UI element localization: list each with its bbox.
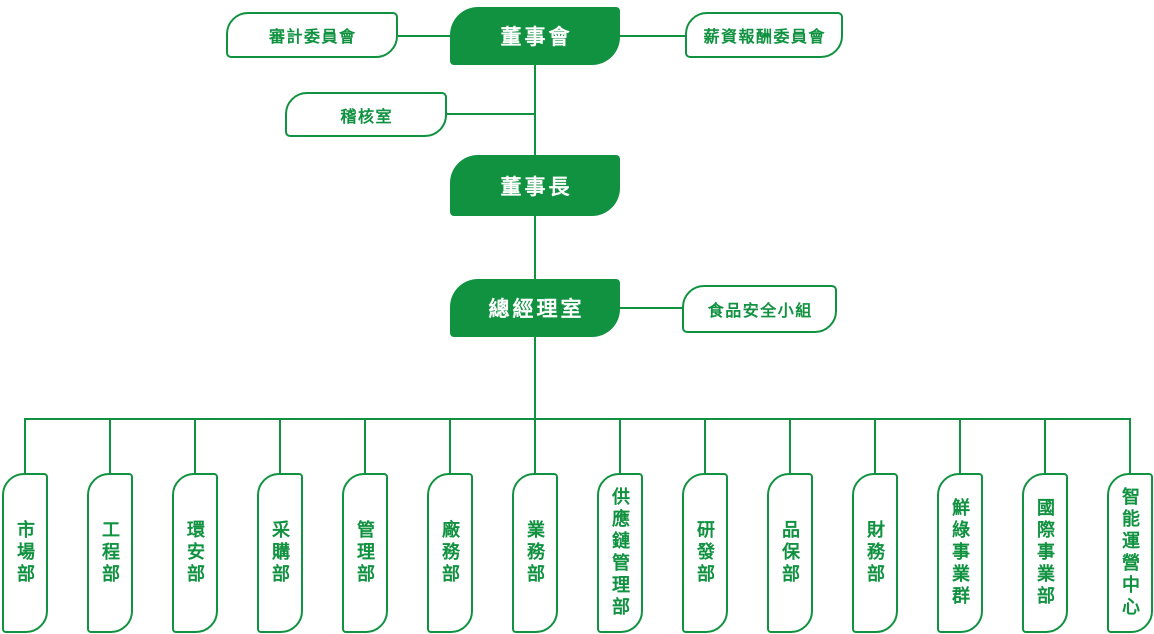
drop-dept-8 (619, 418, 621, 474)
dept-procurement: 采購部 (257, 473, 303, 633)
dept-supply-chain-management-label: 供應鏈管理部 (610, 487, 630, 619)
drop-dept-11 (874, 418, 876, 474)
dept-plant-affairs-label: 廠務部 (440, 520, 460, 586)
dept-research-development: 研發部 (682, 473, 728, 633)
dept-fresh-green-business-group: 鮮綠事業群 (937, 473, 983, 633)
chairman-label: 董事長 (500, 175, 573, 199)
drop-dept-4 (279, 418, 281, 474)
connector-audit-committee-to-board (398, 35, 450, 37)
compensation-committee-box: 薪資報酬委員會 (685, 12, 843, 58)
drop-dept-2 (109, 418, 111, 474)
drop-dept-13 (1044, 418, 1046, 474)
dept-fresh-green-business-group-label: 鮮綠事業群 (950, 498, 970, 608)
board-box: 董事會 (450, 7, 620, 65)
drop-dept-12 (959, 418, 961, 474)
dept-environmental-safety: 環安部 (172, 473, 218, 633)
drop-dept-7 (534, 418, 536, 474)
drop-dept-3 (194, 418, 196, 474)
trunk-chairman-to-gm-office (534, 216, 536, 279)
dept-engineering-label: 工程部 (100, 520, 120, 586)
audit-committee-label: 審計委員會 (268, 29, 357, 46)
board-label: 董事會 (500, 26, 573, 49)
dept-smart-operations-center-label: 智能運營中心 (1120, 487, 1140, 619)
dept-supply-chain-management: 供應鏈管理部 (597, 473, 643, 633)
audit-committee-box: 審計委員會 (226, 12, 398, 58)
dept-sales-label: 業務部 (525, 520, 545, 586)
drop-dept-6 (449, 418, 451, 474)
dept-management-label: 管理部 (355, 520, 375, 586)
dept-plant-affairs: 廠務部 (427, 473, 473, 633)
dept-marketing-label: 市場部 (15, 520, 35, 586)
dept-quality-assurance-label: 品保部 (780, 520, 800, 586)
food-safety-team-label: 食品安全小組 (707, 303, 813, 320)
general-manager-office-label: 總經理室 (488, 298, 585, 321)
compensation-committee-label: 薪資報酬委員會 (703, 29, 826, 46)
chairman-box: 董事長 (450, 155, 620, 216)
drop-dept-10 (789, 418, 791, 474)
connector-board-to-compensation-committee (620, 35, 685, 37)
drop-dept-1 (24, 418, 26, 474)
dept-quality-assurance: 品保部 (767, 473, 813, 633)
drop-dept-14 (1129, 418, 1131, 474)
dept-international-business: 國際事業部 (1022, 473, 1068, 633)
dept-finance: 財務部 (852, 473, 898, 633)
food-safety-team-box: 食品安全小組 (682, 285, 837, 333)
dept-procurement-label: 采購部 (270, 520, 290, 586)
dept-sales: 業務部 (512, 473, 558, 633)
trunk-board-to-chairman (534, 65, 536, 156)
drop-dept-5 (364, 418, 366, 474)
audit-office-box: 稽核室 (285, 92, 447, 137)
audit-office-label: 稽核室 (340, 108, 393, 126)
trunk-gm-office-to-rail (534, 336, 536, 419)
connector-gm-office-to-food-safety (620, 307, 682, 309)
dept-international-business-label: 國際事業部 (1035, 498, 1055, 608)
dept-management: 管理部 (342, 473, 388, 633)
department-rail (24, 418, 1131, 420)
dept-finance-label: 財務部 (865, 520, 885, 586)
dept-research-development-label: 研發部 (695, 520, 715, 586)
dept-engineering: 工程部 (87, 473, 133, 633)
dept-environmental-safety-label: 環安部 (185, 520, 205, 586)
connector-audit-office-to-trunk (447, 113, 535, 115)
general-manager-office-box: 總經理室 (450, 279, 620, 337)
dept-smart-operations-center: 智能運營中心 (1107, 473, 1153, 633)
dept-marketing: 市場部 (2, 473, 48, 633)
drop-dept-9 (704, 418, 706, 474)
